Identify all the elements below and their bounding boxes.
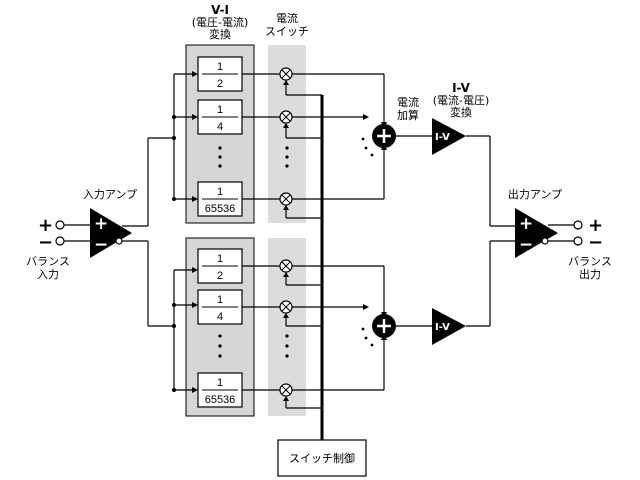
adder-label-1: 電流 bbox=[397, 95, 419, 109]
fraction-box-top-quarter: 1 4 bbox=[197, 99, 243, 135]
output-amp-plus: + bbox=[519, 214, 533, 234]
iv-subtitle2: 変換 bbox=[450, 105, 472, 119]
svg-text:1: 1 bbox=[217, 294, 223, 306]
iv-title: I-V bbox=[452, 81, 471, 95]
fraction-box-top-65536: 1 65536 bbox=[197, 181, 243, 217]
output-amp-minus: − bbox=[519, 235, 533, 255]
svg-text:1: 1 bbox=[217, 61, 223, 73]
svg-text:1: 1 bbox=[217, 253, 223, 265]
switch-top-2 bbox=[279, 110, 293, 124]
switch-label-2: スイッチ bbox=[265, 25, 309, 38]
balanced-input-label-1: バランス bbox=[26, 255, 70, 268]
vi-subtitle2: 変換 bbox=[209, 27, 231, 41]
switch-top-1 bbox=[279, 67, 293, 81]
svg-text:1: 1 bbox=[217, 186, 223, 198]
switch-label-1: 電流 bbox=[276, 11, 298, 25]
svg-text:I-V: I-V bbox=[435, 132, 450, 143]
output-plus-sign: + bbox=[588, 215, 603, 236]
adder-top bbox=[372, 124, 396, 148]
switch-top-3 bbox=[279, 192, 293, 206]
iv-converter-bottom bbox=[432, 308, 466, 345]
svg-text:65536: 65536 bbox=[205, 394, 236, 406]
svg-text:4: 4 bbox=[217, 121, 223, 133]
output-plus-terminal bbox=[573, 220, 583, 230]
balanced-output-label-1: バランス bbox=[568, 255, 612, 268]
fraction-box-top-half: 1 2 bbox=[197, 56, 243, 92]
fraction-box-bottom-half: 1 2 bbox=[197, 248, 243, 284]
input-amp-label: 入力アンプ bbox=[83, 188, 137, 201]
input-minus-terminal bbox=[55, 236, 65, 246]
svg-text:スイッチ制御: スイッチ制御 bbox=[289, 451, 355, 465]
iv-converter-top bbox=[432, 118, 466, 155]
output-minus-terminal bbox=[573, 236, 583, 246]
switch-bottom-2 bbox=[279, 300, 293, 314]
switch-bottom-3 bbox=[279, 383, 293, 397]
balanced-input-label-2: 入力 bbox=[37, 268, 59, 281]
output-amplifier bbox=[515, 208, 558, 258]
fraction-box-bottom-quarter: 1 4 bbox=[197, 289, 243, 325]
input-plus-sign: + bbox=[38, 215, 53, 236]
input-amp-minus: − bbox=[94, 235, 108, 255]
svg-text:2: 2 bbox=[217, 270, 223, 282]
output-amp-label: 出力アンプ bbox=[508, 187, 562, 201]
output-amp-inverting-output bbox=[541, 237, 549, 245]
balanced-output-label-2: 出力 bbox=[579, 267, 601, 281]
output-minus-sign: − bbox=[588, 232, 603, 253]
switch-bottom-1 bbox=[279, 259, 293, 273]
input-plus-terminal bbox=[55, 220, 65, 230]
input-minus-sign: − bbox=[38, 232, 53, 253]
fraction-box-bottom-65536: 1 65536 bbox=[197, 372, 243, 408]
adder-label-2: 加算 bbox=[397, 108, 419, 122]
svg-text:65536: 65536 bbox=[205, 203, 236, 215]
switch-control-box: スイッチ制御 bbox=[277, 439, 367, 477]
input-amplifier bbox=[90, 208, 132, 258]
svg-text:I-V: I-V bbox=[435, 322, 450, 333]
vi-title: V-I bbox=[211, 3, 229, 17]
input-amp-plus: + bbox=[94, 214, 108, 234]
svg-text:1: 1 bbox=[217, 377, 223, 389]
svg-text:4: 4 bbox=[217, 311, 223, 323]
svg-text:2: 2 bbox=[217, 78, 223, 90]
iv-subtitle: (電流-電圧) bbox=[433, 93, 490, 107]
svg-text:1: 1 bbox=[217, 104, 223, 116]
vi-subtitle: (電圧-電流) bbox=[192, 15, 249, 29]
input-amp-inverting-output bbox=[115, 237, 123, 245]
adder-bottom bbox=[372, 314, 396, 338]
